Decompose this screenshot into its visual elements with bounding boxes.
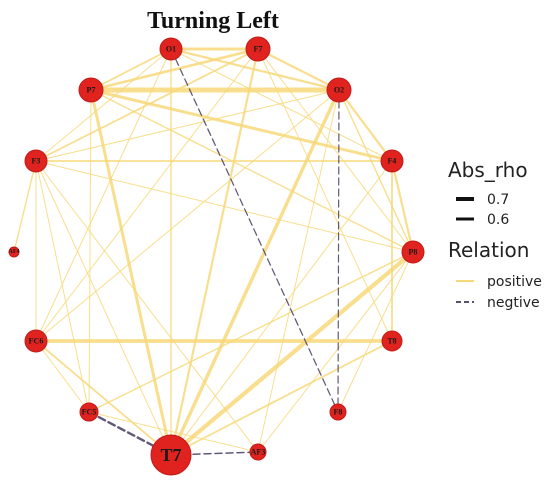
node-label-F3: F3 (32, 157, 41, 166)
edge-O1-P7 (90, 48, 172, 91)
node-circle-F3 (24, 149, 48, 173)
node-circle-AF3 (249, 443, 267, 461)
edge-O2-P8 (338, 89, 414, 253)
legend-relation-title: Relation (448, 238, 529, 262)
node-O1: O1 (159, 37, 183, 61)
edge-FC6-T7 (35, 340, 172, 456)
edge-F3-AF4 (13, 160, 37, 253)
edge-O2-F8 (337, 89, 340, 413)
node-circle-T8 (381, 330, 403, 352)
edge-O2-FC6 (35, 89, 340, 342)
node-circle-O1 (159, 37, 183, 61)
legend: Abs_rho 0.7 0.6 Relation positive negtiv… (448, 158, 542, 311)
node-label-AF3: AF3 (251, 448, 266, 457)
edge-P7-T7 (89, 88, 173, 457)
edge-F3-P8 (35, 160, 414, 253)
node-F8: F8 (329, 403, 347, 421)
legend-negative-label: negtive (487, 295, 540, 311)
node-circle-F4 (380, 149, 404, 173)
legend-size-label-07: 0.7 (487, 192, 509, 208)
node-label-F7: F7 (254, 45, 263, 54)
edge-F7-P7 (89, 47, 260, 92)
node-label-P7: P7 (87, 86, 96, 95)
edge-O1-F3 (35, 48, 172, 162)
node-T7: T7 (150, 434, 192, 476)
node-FC5: FC5 (79, 402, 99, 422)
edge-O1-F4 (170, 48, 393, 162)
node-F7: F7 (245, 36, 271, 62)
node-P8: P8 (401, 240, 425, 264)
edge-P8-T7 (168, 249, 416, 458)
node-circle-O2 (326, 77, 352, 103)
node-label-P8: P8 (409, 248, 418, 257)
node-label-F8: F8 (334, 408, 343, 417)
node-F4: F4 (380, 149, 404, 173)
node-label-O1: O1 (166, 45, 176, 54)
edge-layer (13, 47, 416, 458)
edge-F4-T7 (170, 160, 393, 456)
node-circle-AF4 (8, 246, 20, 258)
edge-P7-P8 (90, 89, 414, 253)
edge-P8-F8 (337, 251, 414, 413)
node-AF4: AF4 (8, 246, 20, 258)
edge-O1-O2 (169, 47, 341, 92)
node-label-AF4: AF4 (9, 249, 20, 255)
edge-FC6-FC5 (35, 340, 90, 413)
edge-F7-T7 (169, 47, 260, 457)
edge-F3-T7 (35, 160, 172, 456)
node-AF3: AF3 (249, 443, 267, 461)
node-label-T7: T7 (160, 445, 181, 465)
node-label-T8: T8 (387, 337, 396, 346)
edge-P7-F4 (89, 88, 394, 163)
node-circle-F8 (329, 403, 347, 421)
edge-O2-AF3 (257, 89, 340, 453)
edge-O2-F4 (337, 88, 394, 163)
edge-T8-T7 (170, 340, 393, 456)
edge-O1-F8 (170, 48, 339, 413)
chart-title: Turning Left (147, 8, 279, 34)
edge-F3-AF3 (35, 160, 259, 453)
legend-positive-label: positive (487, 274, 542, 290)
node-F3: F3 (24, 149, 48, 173)
edge-P7-FC5 (88, 89, 92, 413)
node-label-F4: F4 (388, 157, 397, 166)
node-circle-F7 (245, 36, 271, 62)
edge-O2-F3 (35, 89, 340, 162)
node-P7: P7 (78, 77, 104, 103)
node-T8: T8 (381, 330, 403, 352)
edge-F7-F3 (35, 48, 259, 162)
node-circle-P7 (78, 77, 104, 103)
node-circle-T7 (150, 434, 192, 476)
node-label-O2: O2 (334, 86, 344, 95)
edge-O2-T7 (169, 88, 341, 457)
edge-F7-P8 (257, 48, 414, 253)
edge-FC5-AF3 (88, 411, 259, 453)
edge-F7-T8 (257, 48, 393, 342)
node-circle-FC6 (24, 329, 48, 353)
edge-O1-FC6 (35, 48, 172, 342)
edge-F3-FC5 (35, 160, 90, 413)
node-O2: O2 (326, 77, 352, 103)
node-circle-FC5 (79, 402, 99, 422)
legend-size-title: Abs_rho (448, 158, 528, 182)
edge-P8-FC5 (88, 251, 414, 413)
edge-F7-O2 (256, 47, 341, 92)
edge-F4-P8 (390, 159, 415, 254)
legend-size-label-06: 0.6 (487, 212, 509, 228)
node-circle-P8 (401, 240, 425, 264)
node-FC6: FC6 (24, 329, 48, 353)
edge-F7-FC6 (35, 48, 259, 342)
node-label-FC5: FC5 (82, 408, 97, 417)
edge-P8-AF3 (257, 251, 414, 453)
node-label-FC6: FC6 (29, 337, 44, 346)
